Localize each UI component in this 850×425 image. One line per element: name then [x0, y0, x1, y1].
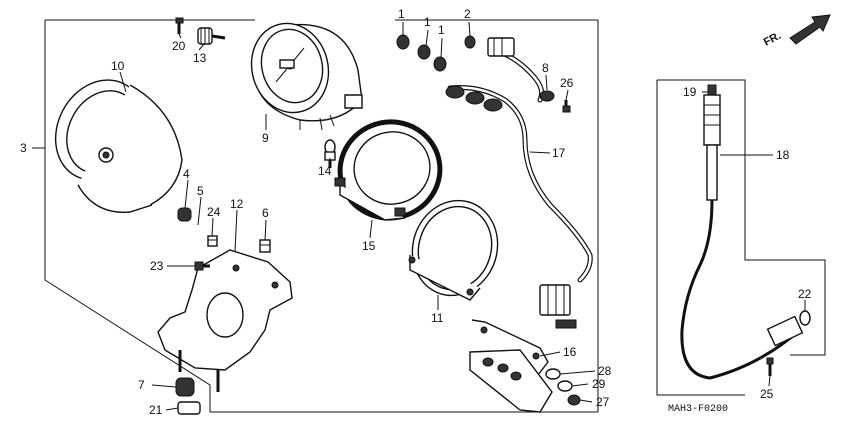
callout-11: 11 [431, 311, 444, 325]
callout-5: 5 [197, 184, 204, 198]
callout-10: 10 [111, 59, 125, 73]
callout-14: 14 [318, 164, 332, 178]
frame-outline-right [657, 79, 826, 356]
bulb-socket-part-1b [417, 44, 431, 60]
callout-26: 26 [560, 76, 574, 90]
callout-17: 17 [552, 146, 566, 160]
callout-21: 21 [149, 403, 163, 417]
callout-12: 12 [230, 197, 244, 211]
callout-27: 27 [596, 395, 610, 409]
callout-labels: 1 1 1 2 3 4 5 6 7 8 9 10 11 12 13 14 15 … [20, 7, 812, 417]
speedometer-cable-part [680, 84, 804, 380]
callout-1-c: 1 [438, 23, 445, 37]
diagram-code: MAH3-F0200 [668, 404, 728, 415]
bulb-socket-part-1a [396, 34, 410, 50]
callout-8: 8 [542, 61, 549, 75]
washer-part-29 [557, 380, 573, 392]
callout-1-b: 1 [424, 15, 431, 29]
callout-3: 3 [20, 141, 27, 155]
grommet-part-7 [175, 377, 195, 397]
bulb-part-2 [464, 35, 476, 49]
nut-part-21 [177, 401, 201, 415]
meter-gasket-part [334, 119, 443, 221]
callout-22: 22 [798, 287, 812, 301]
callout-25: 25 [760, 387, 774, 401]
callout-19: 19 [683, 85, 697, 99]
callout-16: 16 [563, 345, 577, 359]
callout-2: 2 [464, 7, 471, 21]
callout-23: 23 [150, 259, 164, 273]
callout-28: 28 [598, 364, 612, 378]
meter-case-part [54, 79, 183, 213]
washer-part-28 [545, 368, 561, 380]
callout-4: 4 [183, 167, 190, 181]
callout-20: 20 [172, 39, 186, 53]
front-direction-arrow-icon [789, 14, 831, 45]
trim-ring-part [408, 199, 499, 301]
callout-7: 7 [138, 378, 145, 392]
screw-part-20 [175, 17, 184, 34]
nut-part-27 [567, 394, 581, 406]
speedometer-part [250, 22, 363, 131]
callout-15: 15 [362, 239, 376, 253]
wire-harness-part [445, 37, 593, 329]
meter-bracket-part [157, 249, 293, 392]
frame-outline-left [44, 145, 211, 412]
callout-24: 24 [207, 205, 221, 219]
leader-lines [32, 21, 806, 411]
callout-13: 13 [193, 51, 207, 65]
o-ring-part-22 [799, 310, 811, 326]
screw-part-25 [766, 357, 774, 376]
callout-9: 9 [262, 131, 269, 145]
callout-18: 18 [776, 148, 790, 162]
bulb-socket-part-1c [433, 56, 447, 72]
collar-part-6 [259, 239, 271, 253]
direction-label: FR. [762, 30, 783, 49]
trip-knob-part [197, 27, 226, 45]
grommet-part-4 [177, 207, 192, 222]
collar-part-24 [207, 235, 218, 247]
callout-1-a: 1 [398, 7, 405, 21]
callout-29: 29 [592, 377, 606, 391]
callout-6: 6 [262, 206, 269, 220]
screw-part-26 [562, 100, 571, 113]
indicator-housing-part [469, 319, 553, 413]
